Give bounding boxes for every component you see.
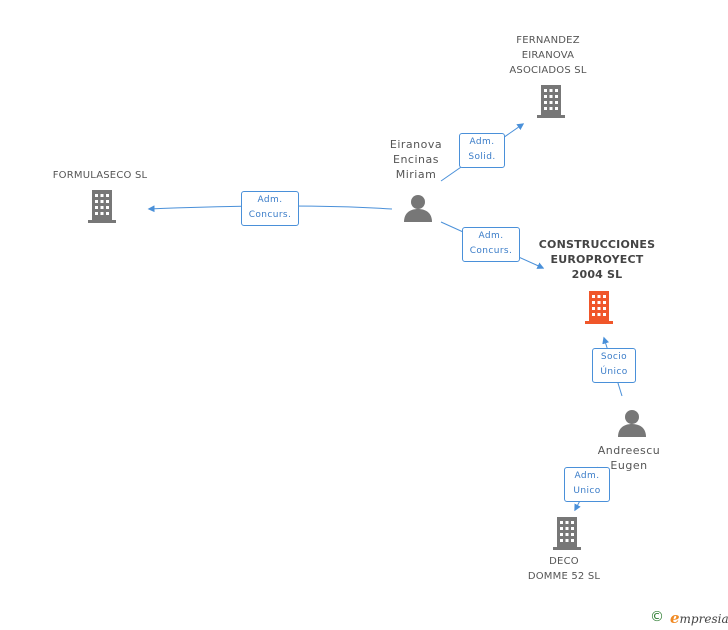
person-icon[interactable] (403, 193, 433, 223)
node-label-eiranova: Eiranova Encinas Miriam (389, 138, 443, 181)
edge-label-adm-unico[interactable]: Adm. Unico (564, 467, 610, 502)
person-icon[interactable] (617, 408, 647, 438)
building-icon[interactable] (86, 188, 118, 224)
node-label-construcciones: CONSTRUCCIONES EUROPROYECT 2004 SL (538, 238, 656, 281)
brand-rest: mpresia (679, 612, 728, 626)
brand-initial: e (670, 609, 680, 627)
building-icon-highlighted[interactable] (583, 289, 615, 325)
edge-label-adm-solid[interactable]: Adm. Solid. (459, 133, 505, 168)
building-icon[interactable] (535, 83, 567, 119)
node-label-fernandez: FERNANDEZ EIRANOVA ASOCIADOS SL (509, 35, 587, 76)
edge-label-adm-concurs-construcciones[interactable]: Adm. Concurs. (462, 227, 520, 262)
node-label-deco: DECO DOMME 52 SL (527, 556, 601, 582)
empresia-logo: empresia (670, 609, 728, 627)
node-label-formulaseco: FORMULASECO SL (52, 170, 148, 181)
building-icon[interactable] (551, 515, 583, 551)
edge-label-adm-concurs-formulaseco[interactable]: Adm. Concurs. (241, 191, 299, 226)
node-label-andreescu: Andreescu Eugen (597, 444, 661, 472)
copyright-icon: © (650, 609, 664, 625)
edge-label-socio-unico[interactable]: Socio Único (592, 348, 636, 383)
